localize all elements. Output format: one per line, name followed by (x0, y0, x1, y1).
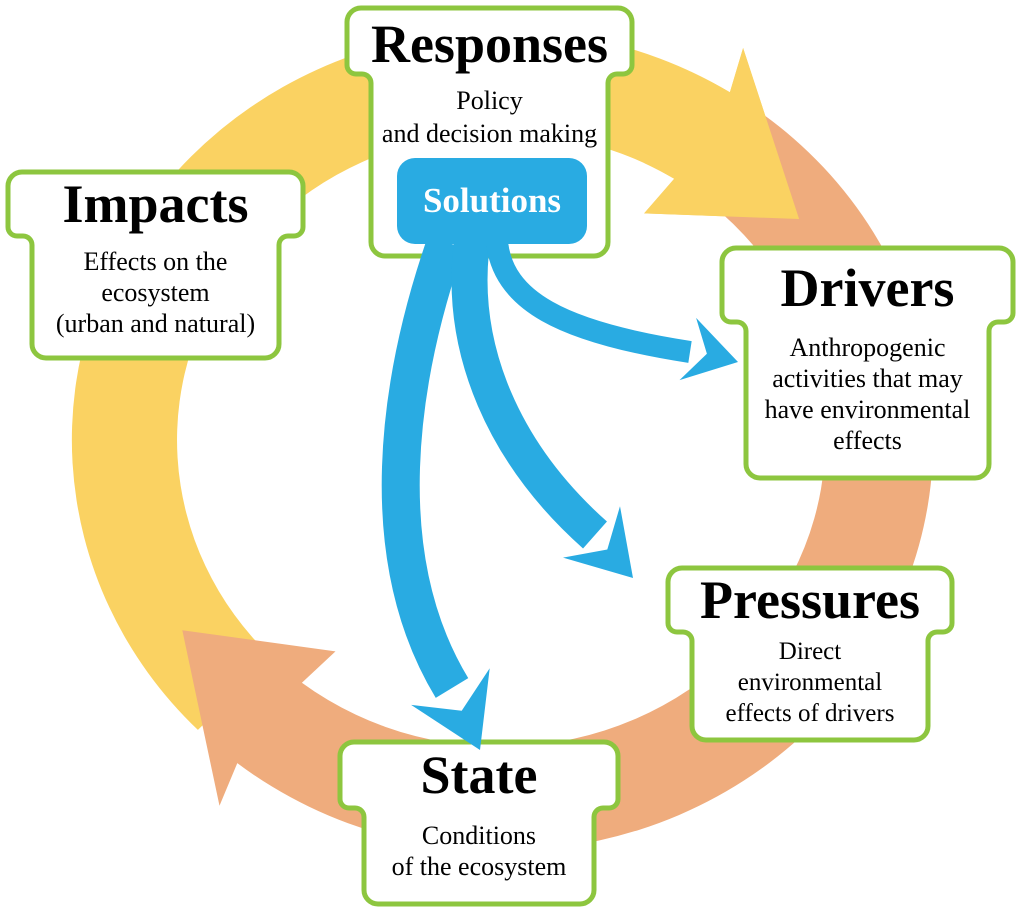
impacts-subtitle: Effects on the ecosystem (urban and natu… (20, 246, 291, 339)
drivers-subtitle-line: effects (833, 426, 902, 455)
pressures-subtitle-line: environmental (737, 669, 883, 696)
state-subtitle-line: Conditions (421, 821, 537, 850)
state-box-shape (337, 739, 621, 907)
state-subtitle-line: of the ecosystem (391, 852, 567, 881)
pressures-box-shape (665, 565, 955, 743)
impacts-title: Impacts (62, 174, 249, 234)
pressures-subtitle: Direct environmental effects of drivers (680, 636, 940, 729)
solutions-to-drivers-arrowhead (679, 317, 738, 381)
drivers-title: Drivers (780, 258, 955, 318)
drivers-subtitle-line: have environmental (764, 395, 971, 424)
cycle-band-yellow-arrowhead (644, 48, 800, 219)
solutions-to-state-arrowhead (411, 668, 490, 750)
drivers-subtitle: Anthropogenic activities that may have e… (734, 332, 1001, 456)
drivers-subtitle-line: activities that may (772, 364, 963, 393)
pressures-subtitle-line: effects of drivers (725, 700, 895, 727)
drivers-box-shape (719, 245, 1016, 481)
pressures-title: Pressures (700, 570, 920, 630)
solutions-to-pressures-arrowhead (563, 506, 633, 578)
responses-title: Responses (370, 14, 609, 74)
solutions-box (397, 158, 587, 244)
pressures-subtitle-line: Direct (778, 638, 842, 665)
impacts-subtitle-line: (urban and natural) (55, 309, 256, 338)
solutions-to-state-arrow (381, 235, 469, 698)
solutions-arrows (381, 158, 738, 750)
state-subtitle: Conditions of the ecosystem (352, 820, 606, 882)
solutions-to-pressures-arrow (451, 239, 607, 549)
impacts-subtitle-line: ecosystem (101, 278, 210, 307)
impacts-subtitle-line: Effects on the (83, 247, 228, 276)
state-title: State (420, 745, 538, 805)
responses-subtitle: Policy and decision making (347, 84, 632, 150)
box-shapes (5, 5, 1016, 907)
responses-subtitle-line: and decision making (381, 119, 598, 148)
solutions-label: Solutions (422, 181, 562, 220)
responses-subtitle-line: Policy (456, 86, 523, 115)
drivers-subtitle-line: Anthropogenic (789, 333, 946, 362)
solutions-to-drivers-arrow (486, 240, 692, 363)
impacts-box-shape (5, 169, 306, 361)
